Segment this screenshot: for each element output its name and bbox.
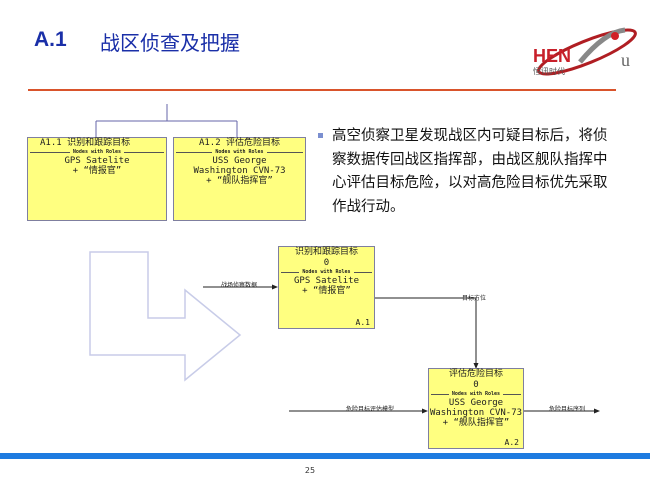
box-line: + “舰队指挥官” (206, 176, 273, 186)
roles-label: Nodes with Roles (299, 269, 354, 275)
box-id: A.2 (504, 438, 519, 447)
box-line: GPS Satelite (293, 276, 360, 286)
transition-arrow (89, 251, 242, 382)
box-line: Washington CVN-73 (193, 166, 286, 176)
arrow-label: 危险目标评估模型 (346, 406, 395, 413)
footer-bar (0, 453, 650, 459)
roles-label: Nodes with Roles (212, 149, 267, 155)
box-line: + “情报官” (72, 166, 122, 176)
diagram-box-a2: 评估危险目标 0 Nodes with Roles USS George Was… (428, 368, 524, 449)
roles-label: Nodes with Roles (69, 149, 125, 155)
box-line: + “情报官” (302, 286, 351, 296)
bullet-icon (318, 133, 323, 138)
box-line: Washington CVN-73 (429, 408, 523, 418)
page-number: 25 (304, 466, 316, 475)
henxu-logo: HEN u 恒讯时代 (533, 27, 637, 76)
roles-label: Nodes with Roles (448, 391, 504, 397)
box-title: 识别和跟踪目标 (294, 247, 358, 257)
arrow-label: 战场侦察数据 (221, 282, 258, 289)
arrow-label: 目标方位 (462, 295, 487, 302)
diagram-box-a1: 识别和跟踪目标 0 Nodes with Roles GPS Satelite … (278, 246, 375, 329)
arrow-label: 危险目标序列 (549, 406, 586, 413)
box-line: USS George (448, 398, 504, 408)
tree-box-a1-2: A1.2 评估危险目标 Nodes with Roles USS George … (173, 137, 306, 221)
svg-text:恒讯时代: 恒讯时代 (533, 66, 565, 76)
svg-text:u: u (621, 50, 630, 70)
bullet-item: 高空侦察卫星发现战区内可疑目标后，将侦察数据传回战区指挥部，由战区舰队指挥中心评… (318, 125, 618, 219)
page-title: 战区侦查及把握 (100, 31, 240, 55)
box-id: A.1 (355, 318, 370, 327)
header-divider (28, 89, 616, 91)
box-cost: 0 (323, 258, 330, 268)
box-line: USS George (212, 156, 267, 166)
box-header: A1.1 识别和跟踪目标 (40, 138, 131, 148)
box-line: GPS Satelite (64, 156, 130, 166)
bullet-text: 高空侦察卫星发现战区内可疑目标后，将侦察数据传回战区指挥部，由战区舰队指挥中心评… (332, 128, 608, 215)
box-cost: 0 (473, 380, 479, 390)
tree-box-a1-1: A1.1 识别和跟踪目标 Nodes with Roles GPS Sateli… (27, 137, 167, 221)
section-number: A.1 (34, 28, 67, 51)
svg-text:HEN: HEN (533, 46, 571, 66)
box-header: A1.2 评估危险目标 (198, 138, 281, 148)
box-title: 评估危险目标 (448, 369, 503, 379)
box-line: + “舰队指挥官” (442, 418, 510, 428)
